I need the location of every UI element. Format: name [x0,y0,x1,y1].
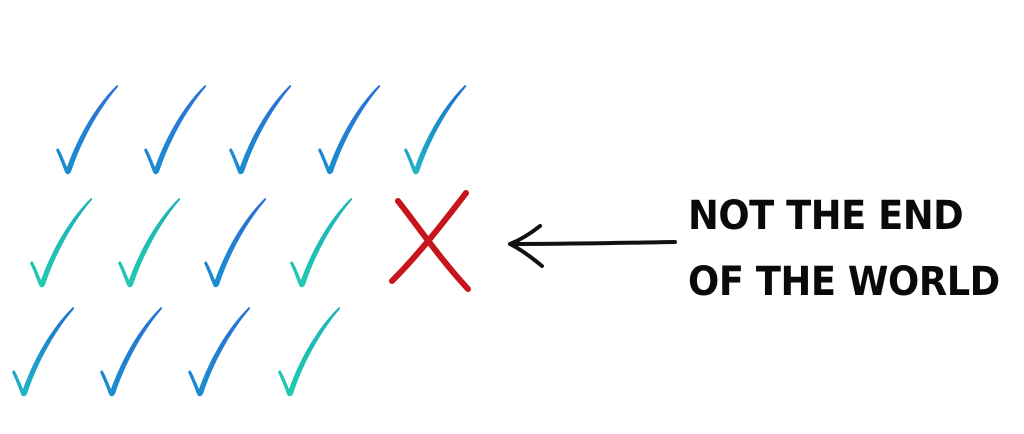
check-mark-icon [118,198,181,288]
left-arrow-icon [508,224,677,268]
check-mark-icon [318,85,381,175]
cross-stroke [389,190,469,284]
caption-line-1: NOT THE END [688,193,964,239]
caption-line-2: OF THE WORLD [688,259,1000,305]
arrow-shaft [510,240,677,246]
check-mark-icon [56,85,119,175]
checks-layer [12,85,467,397]
arrow-layer [508,224,677,268]
check-mark-icon [12,307,75,397]
check-mark-icon [204,198,267,288]
check-mark-icon [144,85,207,175]
check-mark-icon [100,307,163,397]
check-mark-icon [290,198,353,288]
check-mark-icon [229,85,292,175]
check-mark-icon [30,198,93,288]
cross-layer [389,190,471,292]
check-mark-icon [188,307,251,397]
arrow-head [508,224,544,268]
cross-mark-icon [389,190,471,292]
check-mark-icon [404,85,467,175]
cross-stroke [395,198,471,292]
check-mark-icon [278,307,341,397]
